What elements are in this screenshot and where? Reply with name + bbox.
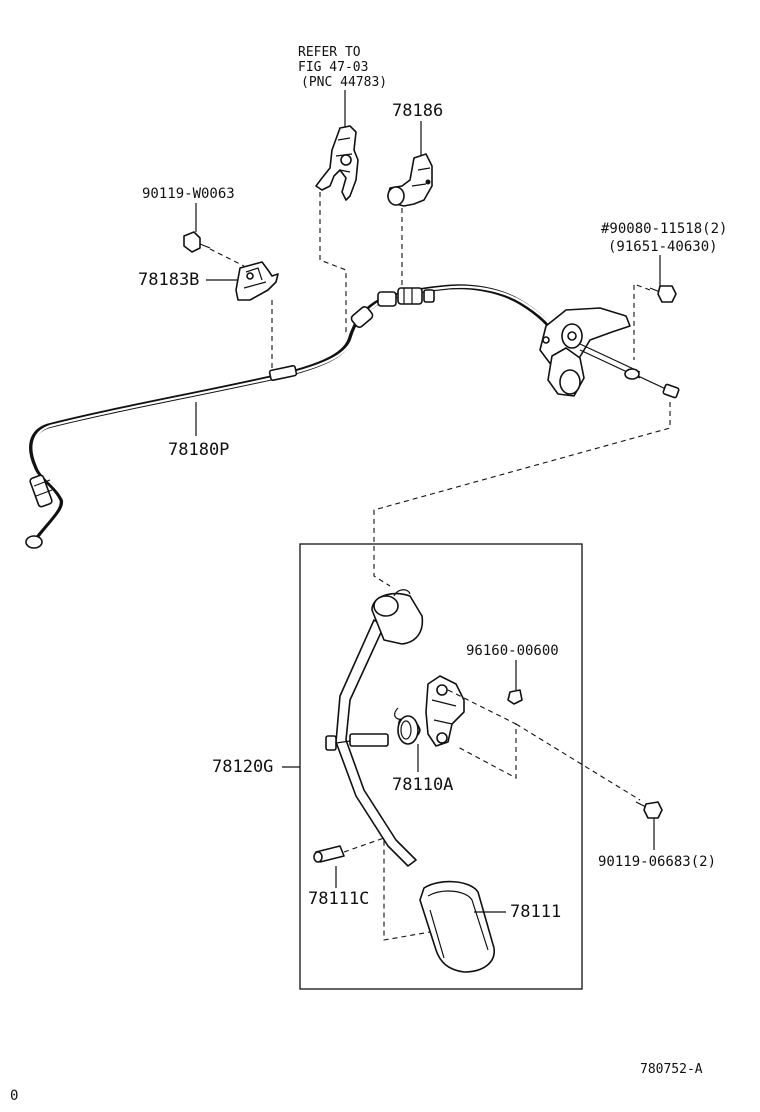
label-78120g: 78120G [212, 757, 273, 777]
throttle-bracket-assembly [539, 307, 680, 399]
accelerator-pedal-arm [325, 589, 424, 867]
drawing-number: 780752-A [640, 1062, 703, 1077]
label-90080-11518: #90080-11518(2) [601, 221, 727, 237]
label-78111: 78111 [510, 902, 561, 922]
dashed-guide-bracket [447, 689, 517, 779]
label-78110a: 78110A [392, 775, 453, 795]
bracket-78183b [235, 261, 279, 301]
cable-clamp-78186 [387, 153, 433, 207]
reference-bracket-part [315, 125, 359, 201]
dashed-guide-90080 [633, 283, 651, 360]
label-78183b: 78183B [138, 270, 199, 290]
dashed-guide-ref-bracket [319, 192, 347, 334]
accelerator-cable-78180p [25, 284, 564, 549]
pin-78111c [313, 845, 345, 863]
bolt-90080-11518 [649, 285, 677, 303]
label-90119-06683: 90119-06683(2) [598, 854, 716, 870]
bolt-90119-w0063 [183, 231, 211, 253]
dashed-guide-78111c [343, 837, 431, 941]
label-90119-w0063: 90119-W0063 [142, 186, 235, 202]
spring-78110a [394, 707, 421, 745]
clip-96160-00600 [507, 689, 523, 705]
refer-label-line3: (PNC 44783) [301, 75, 387, 90]
label-91651-40630: (91651-40630) [608, 239, 718, 255]
pedal-mount-bracket [425, 675, 465, 747]
label-96160-00600: 96160-00600 [466, 643, 559, 659]
dashed-guide-cable-to-pedal [373, 402, 671, 587]
refer-label-line1: REFER TO [298, 45, 361, 60]
label-78111c: 78111C [308, 889, 369, 909]
bolt-90119-06683 [635, 801, 663, 819]
label-78186: 78186 [392, 101, 443, 121]
dashed-guide-bolt-w0063 [209, 248, 245, 267]
dashed-guide-bolt-06683 [515, 723, 641, 801]
pedal-pad-78111 [419, 880, 495, 973]
refer-label-line2: FIG 47-03 [298, 60, 368, 75]
label-78180p: 78180P [168, 440, 229, 460]
corner-mark: 0 [10, 1088, 18, 1104]
